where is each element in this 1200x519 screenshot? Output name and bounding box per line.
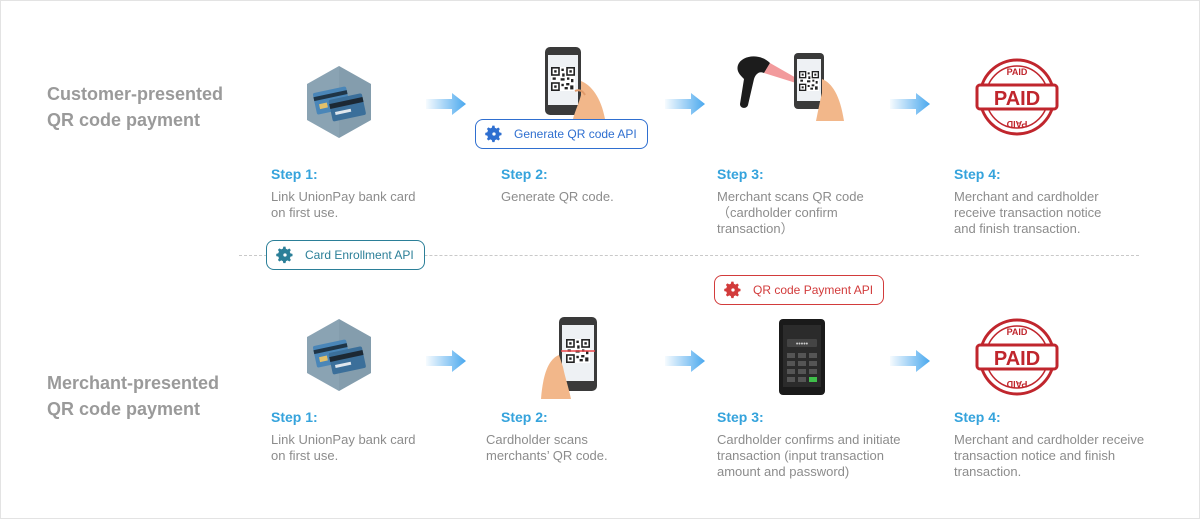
step-description-line: Cardholder scans: [486, 432, 588, 447]
section-title-line: Merchant-presented: [47, 373, 220, 393]
step-card: Step 4: Merchant and cardholder receive …: [954, 408, 1184, 480]
step-description-line: transaction.: [954, 464, 1022, 479]
step-title: Step 1:: [271, 166, 318, 182]
api-label: Generate QR code API: [514, 127, 637, 141]
bank-card-hexagon-icon: [307, 66, 371, 138]
step-description: Cardholder scans merchants’ QR code.: [486, 432, 716, 464]
stamp-arc-bottom: PAID: [1006, 379, 1027, 389]
step-description: Link UnionPay bank card on first use.: [271, 432, 501, 464]
step-description: Link UnionPay bank card on first use.: [271, 189, 501, 221]
stamp-text: PAID: [994, 348, 1040, 370]
step-card: Step 1: Link UnionPay bank card on first…: [271, 165, 501, 221]
step-card: Step 1: Link UnionPay bank card on first…: [271, 408, 501, 464]
gear-icon: [484, 124, 504, 144]
step-description-line: on first use.: [271, 205, 339, 220]
step-description-line: and finish transaction.: [954, 221, 1081, 236]
step-description: Merchant and cardholder receive transact…: [954, 432, 1184, 480]
arrow-icon: [426, 93, 466, 115]
step-description: Generate QR code.: [501, 189, 731, 205]
step-card: Step 3: Cardholder confirms and initiate…: [717, 408, 947, 480]
arrow-icon: [665, 93, 705, 115]
step-title: Step 4:: [954, 409, 1001, 425]
step-card: Step 3: Merchant scans QR code （cardhold…: [717, 165, 947, 237]
api-label: QR code Payment API: [753, 283, 874, 297]
phone-qr-icon: [545, 47, 605, 119]
gear-icon: [275, 245, 295, 265]
step-title: Step 1:: [271, 409, 318, 425]
generate-qr-code-api-badge: Generate QR code API: [475, 119, 648, 149]
stamp-text: PAID: [994, 88, 1040, 110]
arrow-icon: [890, 350, 930, 372]
svg-text:•••••: •••••: [796, 341, 809, 348]
step-description-line: transaction (input transaction: [717, 448, 884, 463]
step-card: Step 4: Merchant and cardholder receive …: [954, 165, 1184, 237]
step-description-line: merchants’ QR code.: [486, 448, 608, 463]
step-description-line: Merchant and cardholder receive: [954, 432, 1145, 447]
section-title-merchant-presented: Merchant-presented QR code payment: [47, 370, 219, 422]
step-description-line: transaction）: [717, 221, 794, 236]
section-title-line: QR code payment: [47, 110, 201, 130]
arrow-icon: [665, 350, 705, 372]
step-title: Step 3:: [717, 166, 764, 182]
section-title-customer-presented: Customer-presented QR code payment: [47, 81, 223, 133]
step-description-line: Cardholder confirms and initiate: [717, 432, 901, 447]
step-description: Cardholder confirms and initiate transac…: [717, 432, 947, 480]
step-description-line: on first use.: [271, 448, 339, 463]
paid-stamp-icon: PAID PAID PAID: [975, 58, 1059, 136]
qr-code-payment-api-badge: QR code Payment API: [714, 275, 885, 305]
bank-card-hexagon-icon: [307, 319, 371, 391]
stamp-arc-bottom: PAID: [1006, 119, 1027, 129]
step-description-line: Link UnionPay bank card: [271, 432, 416, 447]
stamp-arc-top: PAID: [1007, 67, 1028, 77]
step-description-line: Link UnionPay bank card: [271, 189, 416, 204]
step-title: Step 4:: [954, 166, 1001, 182]
barcode-scanner-icon: [737, 53, 844, 121]
step-card: Step 2: Cardholder scans merchants’ QR c…: [486, 408, 716, 464]
step-description-line: Generate QR code.: [501, 189, 614, 204]
step-description: Merchant scans QR code （cardholder confi…: [717, 189, 947, 237]
section-title-line: QR code payment: [47, 399, 201, 419]
arrow-icon: [890, 93, 930, 115]
section-divider: [239, 255, 1139, 256]
step-title: Step 2:: [501, 166, 548, 182]
phone-keypad-icon: •••••: [779, 319, 825, 395]
stamp-arc-top: PAID: [1007, 327, 1028, 337]
step-description-line: transaction notice and finish: [954, 448, 1116, 463]
arrow-icon: [426, 350, 466, 372]
phone-qr-icon: [541, 317, 597, 399]
step-description: Merchant and cardholder receive transact…: [954, 189, 1184, 237]
card-enrollment-api-badge: Card Enrollment API: [266, 240, 425, 270]
step-description-line: amount and password): [717, 464, 850, 479]
step-description-line: （cardholder confirm: [717, 205, 838, 220]
step-card: Step 2: Generate QR code.: [501, 165, 731, 205]
step-description-line: receive transaction notice: [954, 205, 1102, 220]
step-title: Step 2:: [501, 409, 548, 425]
step-title: Step 3:: [717, 409, 764, 425]
paid-stamp-icon: PAID PAID PAID: [975, 318, 1059, 396]
section-title-line: Customer-presented: [47, 84, 224, 104]
step-description-line: Merchant scans QR code: [717, 189, 864, 204]
step-description-line: Merchant and cardholder: [954, 189, 1099, 204]
api-label: Card Enrollment API: [305, 248, 414, 262]
gear-icon: [723, 280, 743, 300]
